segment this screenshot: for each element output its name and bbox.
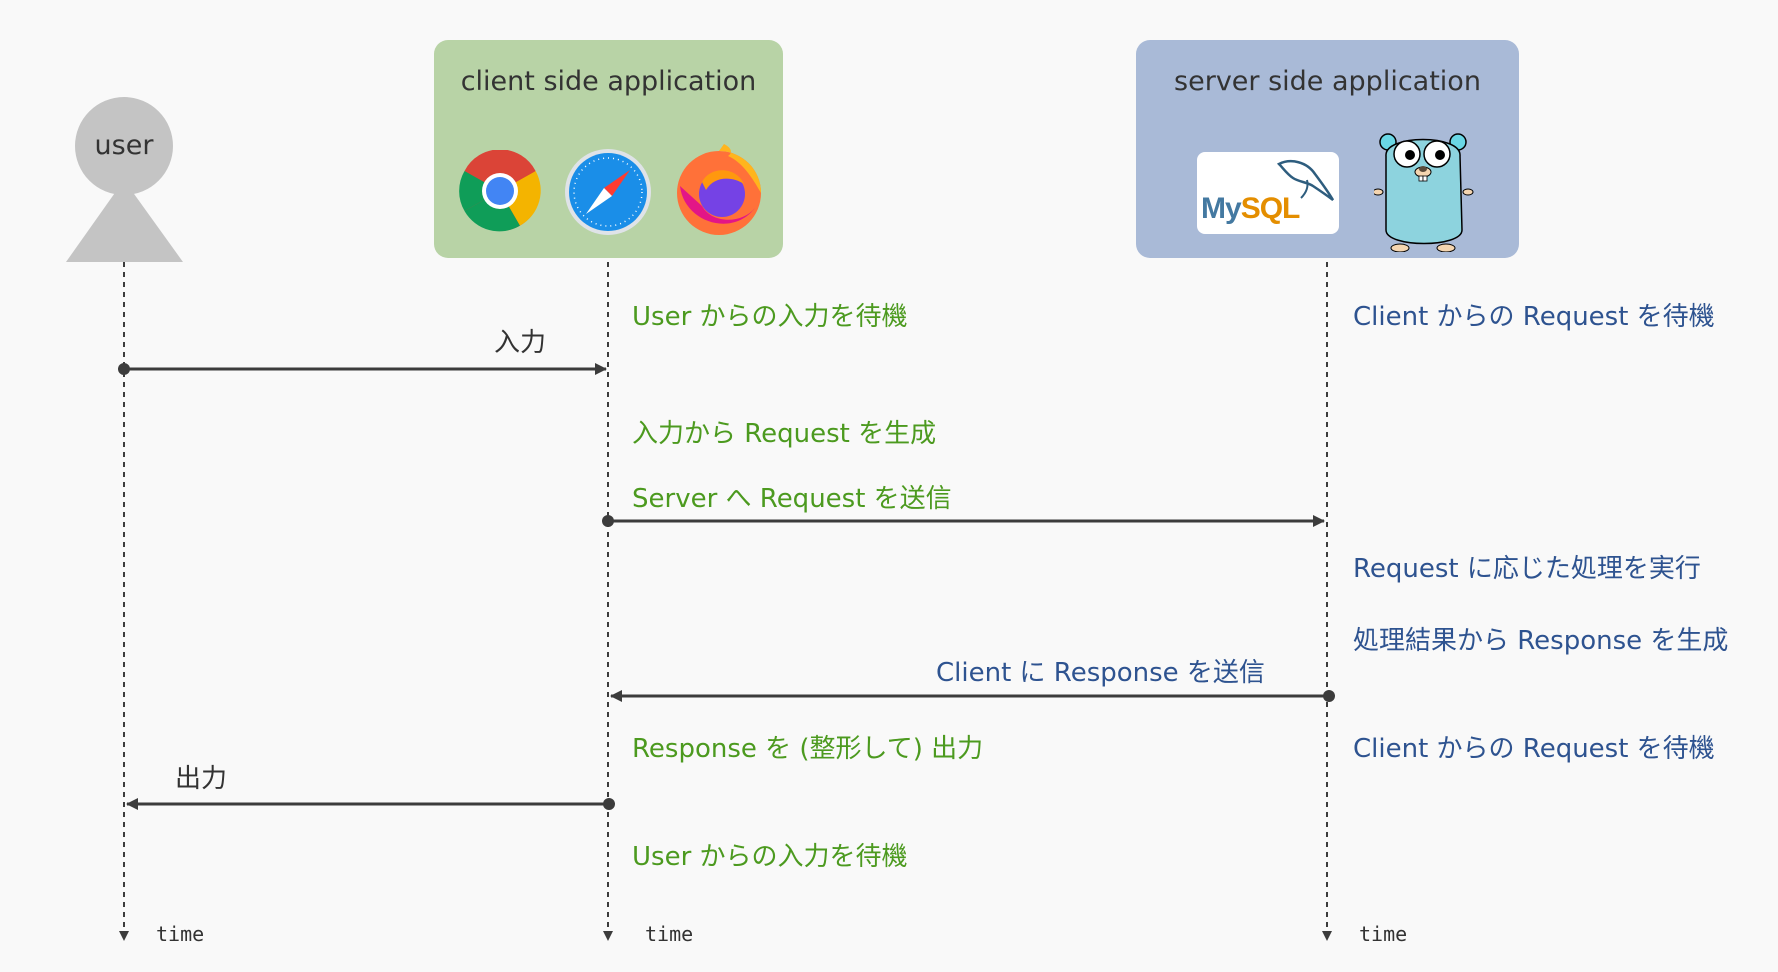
- client-wait-user-1: User からの入力を待機: [632, 302, 908, 332]
- user-label: user: [94, 130, 154, 161]
- client-time-label: time: [645, 922, 694, 946]
- server-process: Request に応じた処理を実行: [1353, 554, 1701, 584]
- mysql-sql: SQL: [1240, 192, 1301, 225]
- response-arrow: [610, 690, 1335, 702]
- server-send-response: Client に Response を送信: [936, 658, 1265, 688]
- server-wait-request-1: Client からの Request を待機: [1353, 302, 1715, 332]
- output-arrow: [126, 798, 615, 810]
- server-box-title: server side application: [1174, 66, 1481, 97]
- server-make-response: 処理結果から Response を生成: [1353, 626, 1729, 656]
- dolphin-icon: [1277, 160, 1335, 202]
- go-gopher-icon: [1374, 133, 1474, 252]
- client-make-request: 入力から Request を生成: [632, 419, 937, 449]
- client-application-box: client side application: [434, 40, 783, 258]
- mysql-my: My: [1201, 192, 1242, 225]
- user-time-label: time: [156, 922, 205, 946]
- output-label: 出力: [175, 764, 228, 794]
- client-send-request: Server へ Request を送信: [632, 484, 952, 514]
- user-figure: [66, 97, 183, 262]
- request-arrow: [602, 515, 1325, 527]
- server-application-box: server side application MySQL: [1136, 40, 1519, 258]
- client-wait-user-2: User からの入力を待機: [632, 842, 908, 872]
- mysql-wordmark: MySQL: [1201, 192, 1301, 226]
- client-output: Response を (整形して) 出力: [632, 734, 984, 764]
- safari-icon: [565, 149, 651, 235]
- input-arrow: [118, 363, 607, 375]
- server-time-label: time: [1359, 922, 1408, 946]
- mysql-logo: MySQL: [1197, 152, 1339, 234]
- client-box-title: client side application: [460, 66, 757, 97]
- input-label: 入力: [494, 328, 547, 358]
- firefox-icon: [677, 144, 761, 235]
- chrome-icon: [459, 150, 541, 232]
- server-wait-request-2: Client からの Request を待機: [1353, 734, 1715, 764]
